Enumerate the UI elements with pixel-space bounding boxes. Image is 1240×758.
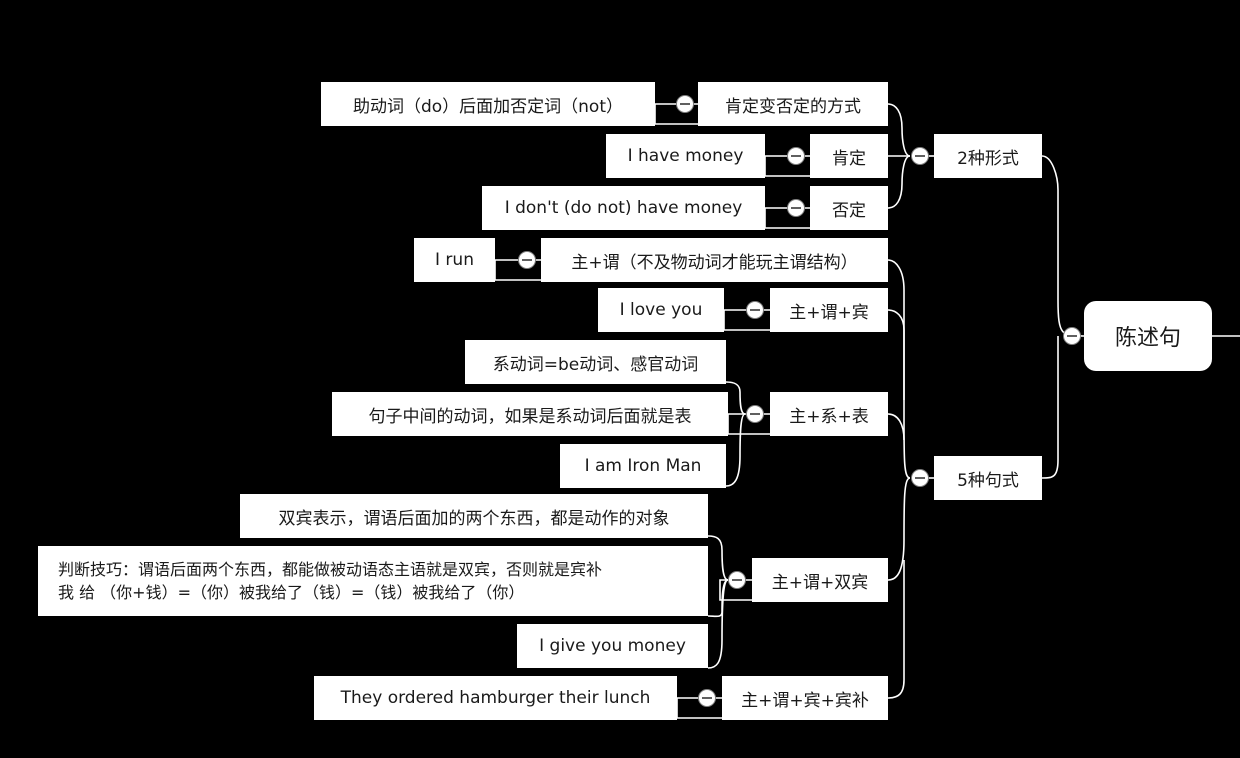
positive-example-node[interactable]: I have money: [606, 134, 765, 178]
positive-node[interactable]: 肯定: [810, 134, 888, 178]
svoc-node[interactable]: 主+谓+宾+宾补: [722, 676, 888, 720]
sv-example-node[interactable]: I run: [414, 238, 495, 282]
svoo-tip-line1: 判断技巧：谓语后面两个东西，都能做被动语态主语就是双宾，否则就是宾补: [58, 560, 603, 579]
collapse-svoo-icon[interactable]: [728, 571, 746, 589]
forms-node[interactable]: 2种形式: [934, 134, 1042, 178]
collapse-patterns-icon[interactable]: [911, 469, 929, 487]
collapse-negative-icon[interactable]: [787, 199, 805, 217]
collapse-svo-icon[interactable]: [746, 301, 764, 319]
svc-node[interactable]: 主+系+表: [770, 392, 888, 436]
negative-example-node[interactable]: I don't (do not) have money: [482, 186, 765, 230]
negation-method-detail-node[interactable]: 助动词（do）后面加否定词（not）: [321, 82, 655, 126]
sv-node[interactable]: 主+谓（不及物动词才能玩主谓结构）: [541, 238, 888, 282]
svc-note1-node[interactable]: 系动词=be动词、感官动词: [465, 340, 726, 384]
svo-example-node[interactable]: I love you: [598, 288, 724, 332]
root-node[interactable]: 陈述句: [1084, 301, 1212, 371]
negation-method-node[interactable]: 肯定变否定的方式: [698, 82, 888, 126]
collapse-svc-icon[interactable]: [746, 405, 764, 423]
collapse-negation-method-icon[interactable]: [676, 95, 694, 113]
collapse-forms-icon[interactable]: [911, 147, 929, 165]
svo-node[interactable]: 主+谓+宾: [770, 288, 888, 332]
svoo-note1-node[interactable]: 双宾表示，谓语后面加的两个东西，都是动作的对象: [240, 494, 708, 538]
svc-note2-node[interactable]: 句子中间的动词，如果是系动词后面就是表: [332, 392, 728, 436]
svc-example-node[interactable]: I am Iron Man: [560, 444, 726, 488]
collapse-root-icon[interactable]: [1063, 327, 1081, 345]
collapse-positive-icon[interactable]: [787, 147, 805, 165]
svoo-example-node[interactable]: I give you money: [517, 624, 708, 668]
svoo-tip-node[interactable]: 判断技巧：谓语后面两个东西，都能做被动语态主语就是双宾，否则就是宾补 我 给 （…: [38, 546, 708, 616]
negative-node[interactable]: 否定: [810, 186, 888, 230]
collapse-sv-icon[interactable]: [518, 251, 536, 269]
svoc-example-node[interactable]: They ordered hamburger their lunch: [314, 676, 677, 720]
patterns-node[interactable]: 5种句式: [934, 456, 1042, 500]
svoo-node[interactable]: 主+谓+双宾: [752, 558, 888, 602]
collapse-svoc-icon[interactable]: [698, 689, 716, 707]
svoo-tip-line2: 我 给 （你+钱）=（你）被我给了（钱）=（钱）被我给了（你）: [58, 583, 525, 602]
